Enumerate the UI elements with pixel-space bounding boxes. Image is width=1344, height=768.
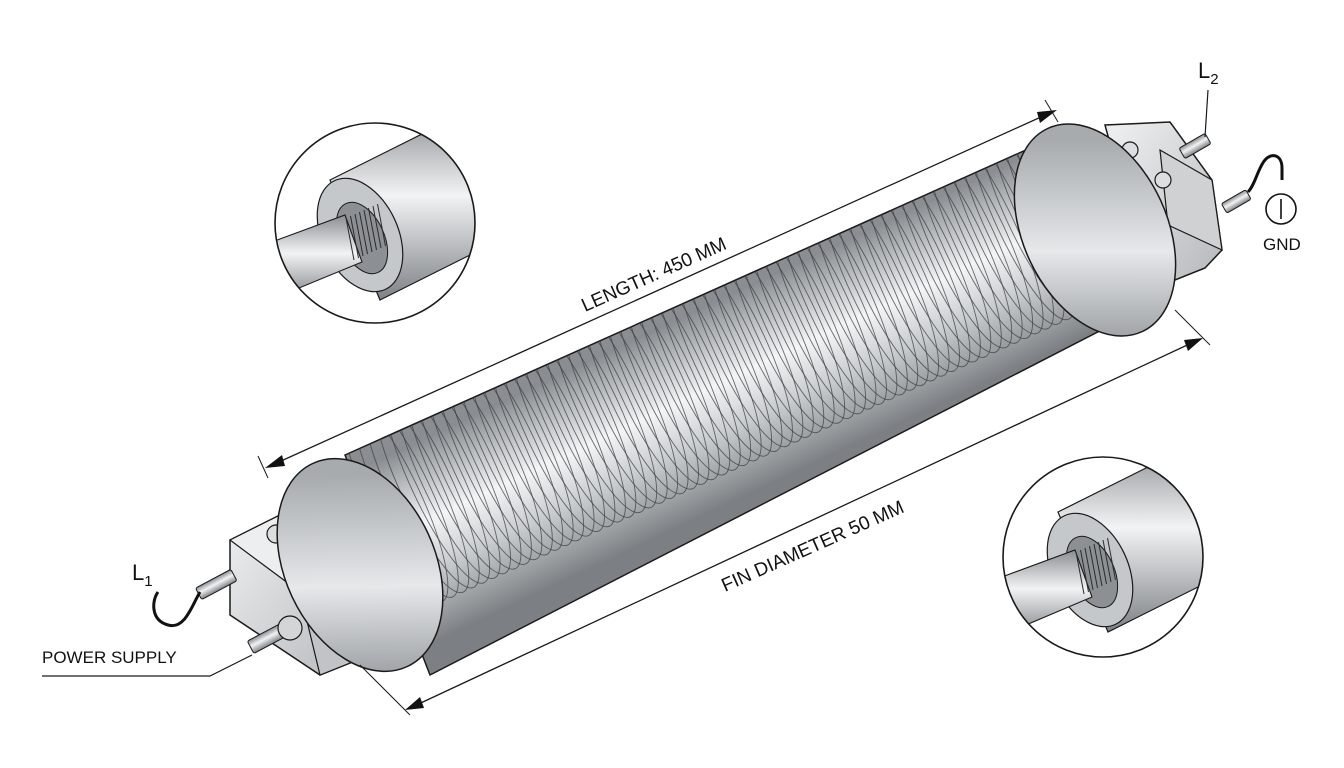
thread-line (1093, 543, 1103, 587)
screw-icon (1154, 171, 1172, 189)
thread-line (372, 205, 382, 249)
terminal-screw-icon (1179, 89, 1211, 159)
svg-text:L2: L2 (1198, 58, 1219, 88)
terminal-screw-icon (1221, 154, 1284, 213)
l2-label-base: L (1198, 58, 1210, 83)
thread-line (1102, 539, 1112, 583)
power-supply-label: POWER SUPPLY (42, 648, 177, 667)
thread-line (1075, 551, 1085, 595)
terminal-screw-icon (152, 569, 237, 628)
thread-line (377, 203, 386, 247)
right-end-cap (1013, 123, 1177, 337)
thread-line (363, 209, 373, 253)
svg-text:L1: L1 (132, 560, 153, 590)
ground-symbol: GND (1263, 193, 1301, 254)
thread-line (354, 213, 364, 257)
thread-line (350, 215, 359, 259)
terminal-screw-icon (247, 615, 303, 654)
thread-line (1080, 549, 1089, 593)
power-supply-callout: POWER SUPPLY (42, 648, 253, 677)
left-terminals (152, 569, 303, 654)
l2-label: L2 (1198, 58, 1219, 88)
thread-line (1084, 547, 1094, 591)
thread-line (345, 217, 355, 261)
thread-detail (345, 203, 386, 261)
detail-view-right (1002, 456, 1204, 658)
l1-label-sub: 1 (144, 573, 152, 590)
thread-line (1098, 541, 1107, 585)
thread-line (1089, 545, 1098, 589)
thread-line (1107, 537, 1116, 581)
thread-detail (1075, 537, 1116, 595)
l2-label-sub: 2 (1210, 71, 1218, 88)
l1-label-base: L (132, 560, 144, 585)
l1-label: L1 (132, 560, 153, 590)
thread-line (359, 211, 368, 255)
thread-line (368, 207, 377, 251)
left-end-cap (276, 457, 444, 673)
right-terminals (1179, 89, 1284, 213)
ground-label: GND (1263, 235, 1301, 254)
detail-view-left (274, 122, 476, 324)
